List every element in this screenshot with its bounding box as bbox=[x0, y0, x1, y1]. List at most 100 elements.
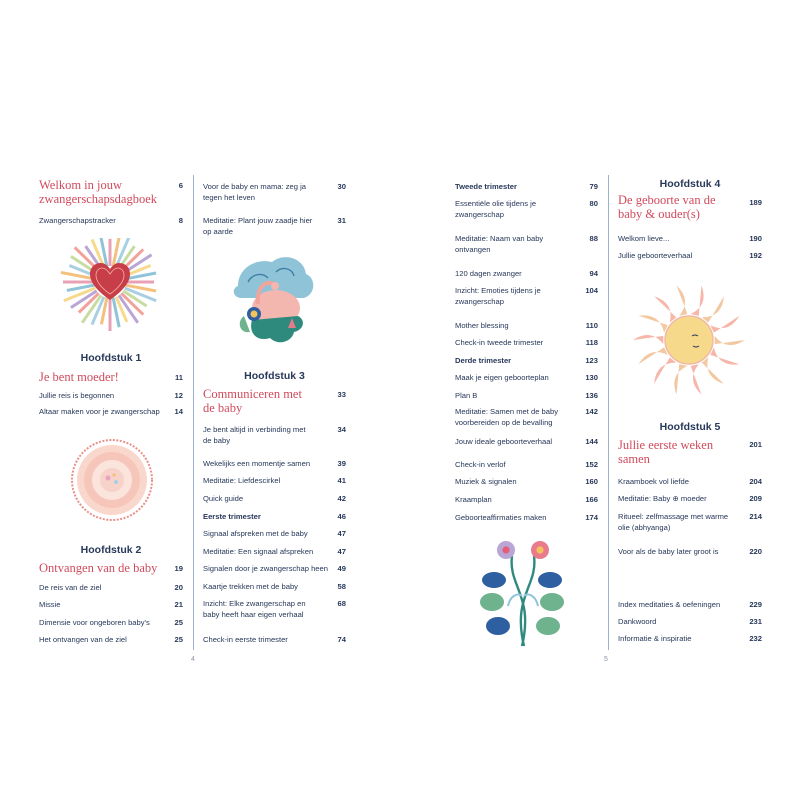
toc-entry[interactable]: Jouw ideale geboorteverhaal 144 bbox=[455, 436, 598, 447]
toc-entry-label: Inzicht: Elke zwangerschap en baby heeft… bbox=[203, 599, 306, 619]
toc-entry[interactable]: Meditatie: Baby ⊕ moeder 209 bbox=[618, 493, 762, 504]
toc-entry-label: Signalen door je zwangerschap heen bbox=[203, 564, 328, 573]
toc-entry[interactable]: Informatie & inspiratie 232 bbox=[618, 633, 762, 644]
flowers-vine-icon bbox=[480, 541, 564, 647]
toc-entry[interactable]: Dankwoord 231 bbox=[618, 616, 762, 627]
toc-entry-page: 190 bbox=[749, 234, 762, 243]
toc-entry-label: Check-in eerste trimester bbox=[203, 635, 288, 644]
mandala-circle-icon bbox=[71, 439, 153, 521]
toc-entry-page: 204 bbox=[749, 477, 762, 486]
toc-entry-page: 47 bbox=[337, 529, 346, 538]
toc-entry-label: Maak je eigen geboorteplan bbox=[455, 373, 549, 382]
page-number: 4 bbox=[191, 656, 195, 663]
chapter-title: Ontvangen van de baby bbox=[39, 561, 158, 575]
toc-entry[interactable]: De reis van de ziel 20 bbox=[39, 582, 183, 593]
toc-entry-label: Kraamplan bbox=[455, 495, 492, 504]
toc-entry-label: Meditatie: Naam van baby ontvangen bbox=[455, 234, 544, 254]
toc-entry-label: Jouw ideale geboorteverhaal bbox=[455, 437, 553, 446]
toc-entry[interactable]: Meditatie: Plant jouw zaadje hier op aar… bbox=[203, 215, 346, 237]
intro-page: 6 bbox=[178, 181, 183, 190]
toc-entry-page: 118 bbox=[585, 338, 598, 347]
toc-entry[interactable]: Voor de baby en mama: zeg ja tegen het l… bbox=[203, 181, 346, 203]
chapter-page: 189 bbox=[749, 198, 762, 207]
toc-entry[interactable]: Kraamplan 166 bbox=[455, 494, 598, 505]
toc-entry[interactable]: Je bent altijd in verbinding met de baby… bbox=[203, 424, 346, 446]
toc-entry-page: 20 bbox=[174, 583, 183, 592]
toc-entry-page: 160 bbox=[585, 477, 598, 486]
chapter-title: Jullie eerste weken samen bbox=[618, 438, 714, 466]
toc-entry-label: Het ontvangen van de ziel bbox=[39, 635, 127, 644]
toc-entry-page: 231 bbox=[749, 617, 762, 626]
toc-entry-label: Wekelijks een momentje samen bbox=[203, 459, 311, 468]
toc-entry[interactable]: Index meditaties & oefeningen 229 bbox=[618, 599, 762, 610]
toc-entry[interactable]: Inzicht: Emoties tijdens je zwangerschap… bbox=[455, 285, 598, 307]
heart-burst-icon bbox=[60, 238, 157, 331]
toc-entry-page: 214 bbox=[749, 512, 762, 521]
chapter-heading: Hoofdstuk 4 bbox=[659, 178, 721, 190]
toc-entry-label: Check-in tweede trimester bbox=[455, 338, 544, 347]
toc-entry-page: 25 bbox=[174, 635, 183, 644]
toc-entry[interactable]: Jullie geboorteverhaal 192 bbox=[618, 250, 762, 261]
toc-entry[interactable]: Voor als de baby later groot is 220 bbox=[618, 546, 762, 557]
chapter-heading: Hoofdstuk 1 bbox=[80, 352, 142, 364]
toc-entry-page: 47 bbox=[337, 547, 346, 556]
toc-entry-page: 220 bbox=[749, 547, 762, 556]
toc-entry[interactable]: Dimensie voor ongeboren baby's 25 bbox=[39, 617, 183, 628]
column-separator bbox=[193, 175, 194, 650]
toc-entry-page: 166 bbox=[585, 495, 598, 504]
toc-entry[interactable]: Kraamboek vol liefde 204 bbox=[618, 476, 762, 487]
toc-entry-label: Meditatie: Samen met de baby voorbereide… bbox=[455, 407, 558, 427]
toc-entry-page: 46 bbox=[337, 512, 346, 521]
toc-entry[interactable]: Zwangerschapstracker 8 bbox=[39, 215, 183, 226]
toc-entry-page: 144 bbox=[585, 437, 598, 446]
toc-entry-label: Quick guide bbox=[203, 494, 244, 503]
toc-entry-label: Jullie geboorteverhaal bbox=[618, 251, 693, 260]
toc-entry[interactable]: Jullie reis is begonnen 12 bbox=[39, 390, 183, 401]
toc-entry-page: 41 bbox=[337, 476, 346, 485]
chapter-title: De geboorte van de baby & ouder(s) bbox=[618, 193, 716, 221]
toc-entry[interactable]: Inzicht: Elke zwangerschap en baby heeft… bbox=[203, 598, 346, 620]
toc-entry-page: 68 bbox=[337, 599, 346, 608]
toc-entry-page: 152 bbox=[585, 460, 598, 469]
toc-entry-label: Index meditaties & oefeningen bbox=[618, 600, 721, 609]
chapter-heading: Hoofdstuk 5 bbox=[659, 421, 721, 433]
chapter-page: 11 bbox=[174, 373, 183, 382]
toc-entry[interactable]: Meditatie: Samen met de baby voorbereide… bbox=[455, 406, 598, 428]
toc-entry[interactable]: Welkom lieve... 190 bbox=[618, 233, 762, 244]
toc-entry-label: Kraamboek vol liefde bbox=[618, 477, 689, 486]
toc-entry-page: 123 bbox=[585, 356, 598, 365]
toc-entry-page: 34 bbox=[337, 425, 346, 434]
toc-entry-label: Ritueel: zelfmassage met warme olie (abh… bbox=[618, 512, 729, 532]
chapter-heading: Hoofdstuk 2 bbox=[80, 544, 142, 556]
toc-entry[interactable]: Check-in tweede trimester 118 bbox=[455, 337, 598, 348]
sun-moon-icon bbox=[633, 285, 745, 395]
toc-entry-label: Essentiële olie tijdens je zwangerschap bbox=[455, 199, 537, 219]
intro-title: Welkom in jouw zwangerschapsdagboek bbox=[39, 178, 158, 206]
toc-entry-label: Meditatie: Baby ⊕ moeder bbox=[618, 494, 707, 503]
toc-entry[interactable]: Het ontvangen van de ziel 25 bbox=[39, 634, 183, 645]
toc-entry[interactable]: Missie 21 bbox=[39, 599, 183, 610]
toc-entry-page: 104 bbox=[585, 286, 598, 295]
toc-entry[interactable]: Ritueel: zelfmassage met warme olie (abh… bbox=[618, 511, 762, 533]
toc-entry[interactable]: Altaar maken voor je zwangerschap 14 bbox=[39, 406, 183, 417]
